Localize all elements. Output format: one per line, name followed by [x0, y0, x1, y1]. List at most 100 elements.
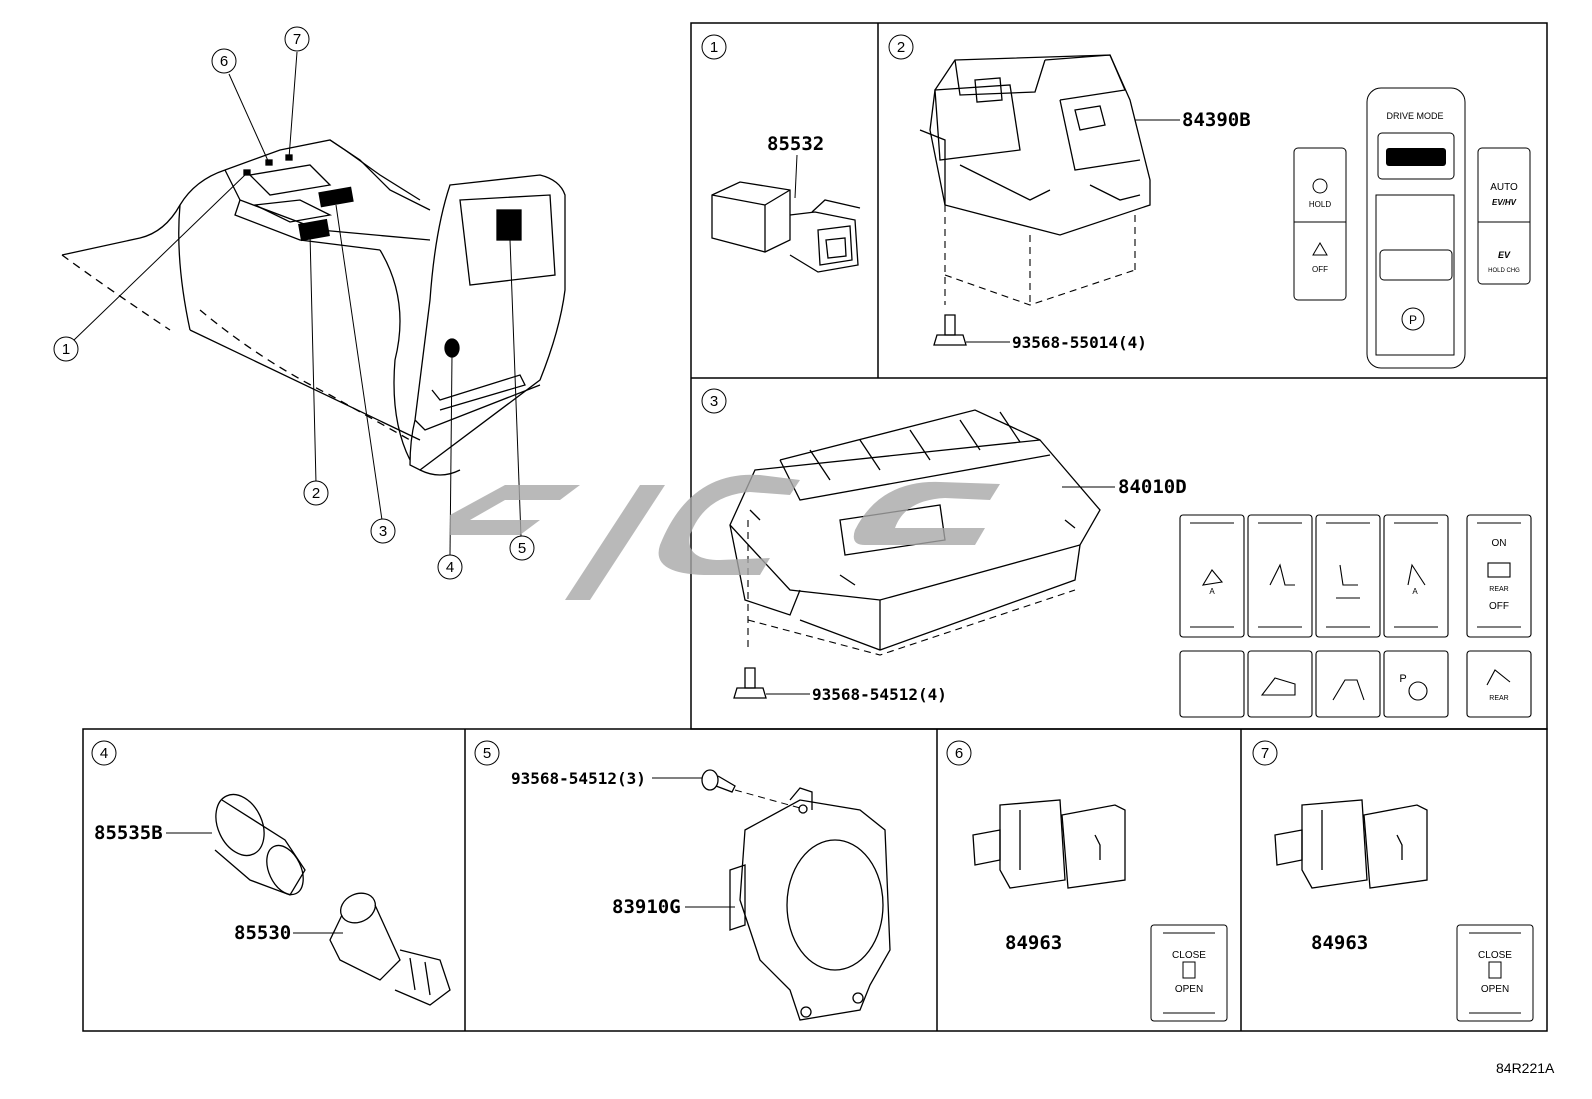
panel-6-number: 6 — [946, 740, 972, 766]
rear-seat-switch: REAR — [1466, 650, 1532, 718]
seat-switch-4: A — [1383, 514, 1449, 638]
diagram-reference-code: 84R221A — [1496, 1060, 1555, 1076]
panel-7-switch-face: CLOSE OPEN — [1456, 924, 1534, 1022]
seat-switch-2 — [1247, 514, 1313, 638]
svg-text:4: 4 — [446, 559, 454, 576]
panel-5-screw — [701, 769, 736, 793]
svg-text:HOLD CHG: HOLD CHG — [1488, 268, 1520, 274]
seat-slide-icon — [1339, 564, 1358, 586]
seat-tilt-icon — [1407, 563, 1426, 586]
hold-icon — [1312, 178, 1328, 194]
svg-text:OPEN: OPEN — [1175, 984, 1203, 995]
drive-mode-dial — [1386, 148, 1446, 166]
svg-text:6: 6 — [955, 745, 963, 762]
sliding-door-icon — [1182, 961, 1196, 979]
panel-7-door-switch — [1274, 799, 1428, 889]
svg-text:P: P — [1399, 673, 1406, 685]
svg-text:EV: EV — [1498, 250, 1511, 260]
svg-text:5: 5 — [518, 540, 526, 557]
callout-7: 7 — [284, 26, 310, 52]
svg-text:3: 3 — [379, 523, 387, 540]
svg-text:1: 1 — [62, 341, 70, 358]
lane-assist-switch — [1315, 650, 1381, 718]
blank-switch — [1179, 650, 1245, 718]
panel-2-shift-switch-assembly — [919, 54, 1151, 236]
panel-2-number: 2 — [888, 34, 914, 60]
svg-text:REAR: REAR — [1489, 586, 1508, 593]
traction-icon — [1312, 242, 1328, 256]
part-number-84963-b: 84963 — [1311, 932, 1368, 954]
svg-text:EV/HV: EV/HV — [1492, 198, 1517, 207]
part-number-83910g: 83910G — [612, 896, 681, 918]
part-number-93568-54512-b: 93568-54512(3) — [511, 769, 646, 788]
park-assist-switch: P — [1383, 650, 1449, 718]
svg-text:4: 4 — [100, 745, 108, 762]
panel-1-usb-port — [711, 181, 861, 273]
rear-seat-icon — [1486, 669, 1511, 686]
part-number-85530: 85530 — [234, 922, 291, 944]
svg-text:CLOSE: CLOSE — [1172, 950, 1206, 961]
sliding-door-icon — [1488, 961, 1502, 979]
panel-3-switch-module — [729, 409, 1101, 651]
steering-wheel-icon — [1408, 681, 1428, 701]
svg-text:A: A — [1412, 587, 1418, 596]
svg-text:OFF: OFF — [1312, 265, 1328, 274]
svg-text:REAR: REAR — [1489, 695, 1508, 702]
part-number-93568-54512-a: 93568-54512(4) — [812, 685, 947, 704]
panel-2-switch-faces: HOLD OFF DRIVE MODE P AUTO EV/HV EV HOLD… — [1293, 87, 1531, 369]
panel-1-leader — [794, 154, 798, 199]
callout-5: 5 — [509, 535, 535, 561]
panel-5-controller — [729, 787, 891, 1021]
panel-2-mount-dash — [944, 205, 1136, 306]
hold-off-switch: HOLD OFF — [1293, 147, 1347, 301]
panel-4-power-sockets — [214, 793, 451, 1006]
panel-3-number: 3 — [701, 388, 727, 414]
svg-text:1: 1 — [710, 39, 718, 56]
part-number-85532: 85532 — [767, 133, 824, 155]
part-number-93568-55014: 93568-55014(4) — [1012, 333, 1147, 352]
svg-text:OFF: OFF — [1489, 601, 1509, 612]
svg-text:AUTO: AUTO — [1490, 182, 1518, 193]
svg-text:7: 7 — [1261, 745, 1269, 762]
panel-5-number: 5 — [474, 740, 500, 766]
panel-3-switch-faces: A A ON REAR OFF — [1179, 514, 1532, 718]
svg-text:5: 5 — [483, 745, 491, 762]
svg-text:6: 6 — [220, 53, 228, 70]
part-number-84963-a: 84963 — [1005, 932, 1062, 954]
svg-text:2: 2 — [897, 39, 905, 56]
callout-2: 2 — [303, 480, 329, 506]
svg-text:OPEN: OPEN — [1481, 984, 1509, 995]
svg-text:DRIVE MODE: DRIVE MODE — [1386, 111, 1443, 121]
rear-defog-icon — [1487, 562, 1511, 578]
svg-text:3: 3 — [710, 393, 718, 410]
svg-text:A: A — [1209, 587, 1215, 596]
watermark-logo — [450, 474, 1000, 600]
overview-leader-lines — [73, 51, 522, 556]
panel-numbers: 1 2 3 4 5 6 7 — [91, 34, 1278, 766]
part-number-84010d: 84010D — [1118, 476, 1187, 498]
svg-text:P: P — [1409, 313, 1417, 327]
part-number-84390b: 84390B — [1182, 109, 1251, 131]
callout-1: 1 — [53, 336, 79, 362]
svg-text:2: 2 — [312, 485, 320, 502]
svg-text:7: 7 — [293, 31, 301, 48]
panel-7-number: 7 — [1252, 740, 1278, 766]
seat-switch-1: A — [1179, 514, 1245, 638]
trunk-icon — [1260, 677, 1296, 696]
overview-callouts: 1 2 3 4 5 6 7 — [53, 26, 535, 580]
svg-text:CLOSE: CLOSE — [1478, 950, 1512, 961]
svg-text:ON: ON — [1492, 538, 1507, 549]
seat-recline-icon — [1269, 563, 1295, 586]
callout-3: 3 — [370, 518, 396, 544]
seat-switch-3 — [1315, 514, 1381, 638]
panel-3-mount-dash — [747, 520, 1076, 656]
panel-3-bolt — [733, 667, 767, 699]
trunk-switch — [1247, 650, 1313, 718]
svg-text:HOLD: HOLD — [1309, 200, 1331, 209]
part-number-85535b: 85535B — [94, 822, 163, 844]
parking-brake-icon — [1401, 307, 1425, 331]
panel-6-door-switch — [972, 799, 1126, 889]
console-overview-illustration — [61, 139, 566, 476]
callout-4: 4 — [437, 554, 463, 580]
